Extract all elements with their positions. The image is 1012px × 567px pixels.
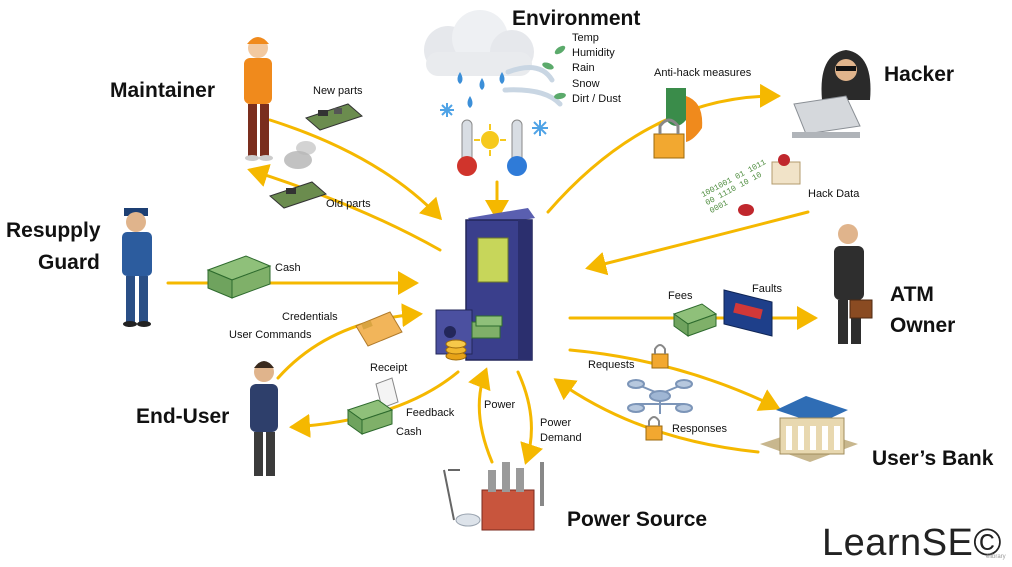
env-factor-snow: Snow <box>572 78 600 90</box>
hacker-figure <box>792 50 871 138</box>
flow-new-parts-label: New parts <box>313 85 363 97</box>
flow-faults-label: Faults <box>752 283 782 295</box>
arrow-atm-power-demand <box>516 370 544 465</box>
bug-envelope-icon <box>738 154 801 216</box>
cold-thermometer-icon <box>507 119 527 176</box>
arrow-maintainer-new-parts <box>268 118 443 221</box>
environment-label: Environment <box>512 7 641 30</box>
env-factor-rain: Rain <box>572 62 595 74</box>
arrow-powersource-to-atm <box>468 367 494 464</box>
maintainer-label: Maintainer <box>110 79 216 102</box>
atm-owner-label-line2: Owner <box>890 314 956 337</box>
end-user-figure <box>250 361 278 476</box>
hot-thermometer-icon <box>457 119 477 176</box>
users-bank-label: User’s Bank <box>872 447 994 470</box>
maintainer-figure <box>244 37 273 161</box>
resupply-guard-label-line2: Guard <box>38 251 100 274</box>
flow-receipt-label: Receipt <box>370 362 408 374</box>
flow-requests-label: Requests <box>588 359 635 371</box>
wind-icon <box>502 65 563 107</box>
atm-owner-figure <box>834 224 873 344</box>
sun-icon <box>474 124 506 156</box>
atm-owner-label-line1: ATM <box>890 283 934 306</box>
network-database-icon <box>627 379 693 414</box>
watermark-text: elibrary <box>986 554 1006 560</box>
flow-power-demand-label-line2: Demand <box>540 432 582 444</box>
flow-old-parts-label: Old parts <box>326 198 371 210</box>
cloud-icon <box>424 10 534 76</box>
raindrop-icons <box>457 72 505 108</box>
environment-illustration <box>424 10 566 176</box>
resupply-guard-label-line1: Resupply <box>6 219 101 242</box>
flow-power-label: Power <box>484 399 516 411</box>
fees-cash-icon <box>672 303 718 337</box>
flow-credentials-label: Credentials <box>282 311 338 323</box>
env-factor-dirt: Dirt / Dust <box>572 93 621 105</box>
response-lock-icon <box>645 416 663 441</box>
arrow-hacker-to-atm <box>585 210 810 276</box>
end-user-label: End-User <box>136 405 230 428</box>
atm-machine <box>435 208 535 361</box>
env-factor-temp: Temp <box>572 32 599 44</box>
flow-hack-data-label: Hack Data <box>808 188 860 200</box>
arrow-maintainer-old-parts <box>247 164 442 252</box>
lock-shield-icon <box>653 88 703 159</box>
resupply-guard-figure <box>122 208 152 327</box>
cash-stack-icon <box>206 255 272 299</box>
arrow-atm-to-hacker <box>546 83 781 214</box>
flow-anti-hack-label: Anti-hack measures <box>654 67 752 79</box>
old-parts-circuit-board-icon <box>269 141 327 209</box>
power-source-label: Power Source <box>567 508 708 531</box>
request-lock-icon <box>651 344 669 369</box>
receipt-icon <box>375 377 399 409</box>
flow-user-commands-label: User Commands <box>229 329 312 341</box>
flow-cash-in-label: Cash <box>275 262 301 274</box>
flow-fees-label: Fees <box>668 290 693 302</box>
flow-feedback-label: Feedback <box>406 407 455 419</box>
credit-card-icon <box>355 311 403 347</box>
arrow-atm-to-bank <box>568 348 781 411</box>
flow-responses-label: Responses <box>672 423 728 435</box>
leaf-icons <box>542 45 566 100</box>
hacker-label: Hacker <box>884 63 955 86</box>
flow-power-demand-label-line1: Power <box>540 417 572 429</box>
power-plant-icon <box>443 462 544 531</box>
snowflake-icons <box>440 103 548 136</box>
flow-cash-out-label: Cash <box>396 426 422 438</box>
atm-screen <box>477 237 509 283</box>
cash-out-icon <box>346 399 394 435</box>
env-factor-humidity: Humidity <box>572 47 615 59</box>
bank-building-icon <box>760 396 858 462</box>
coin-stack <box>445 339 467 361</box>
fault-monitor-icon <box>723 289 773 337</box>
arrow-enduser-credentials <box>276 303 423 380</box>
learnse-brand-logo: LearnSE© <box>822 522 1002 564</box>
new-parts-circuit-board-icon <box>305 103 363 131</box>
